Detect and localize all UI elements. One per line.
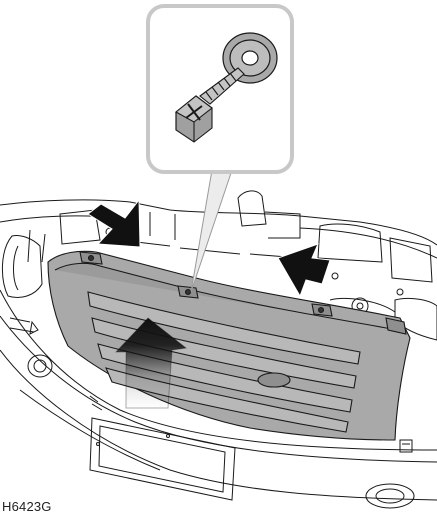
front-grille <box>47 250 411 441</box>
fastener-detail-callout <box>146 4 294 174</box>
fastener-screw-icon <box>175 67 245 143</box>
callout-pointer <box>190 169 233 293</box>
pointer-arrow-icon <box>87 198 331 298</box>
vehicle-front-outline <box>0 190 437 509</box>
figure-code: H6423G <box>2 499 52 514</box>
lift-direction-arrow-icon <box>114 317 188 409</box>
